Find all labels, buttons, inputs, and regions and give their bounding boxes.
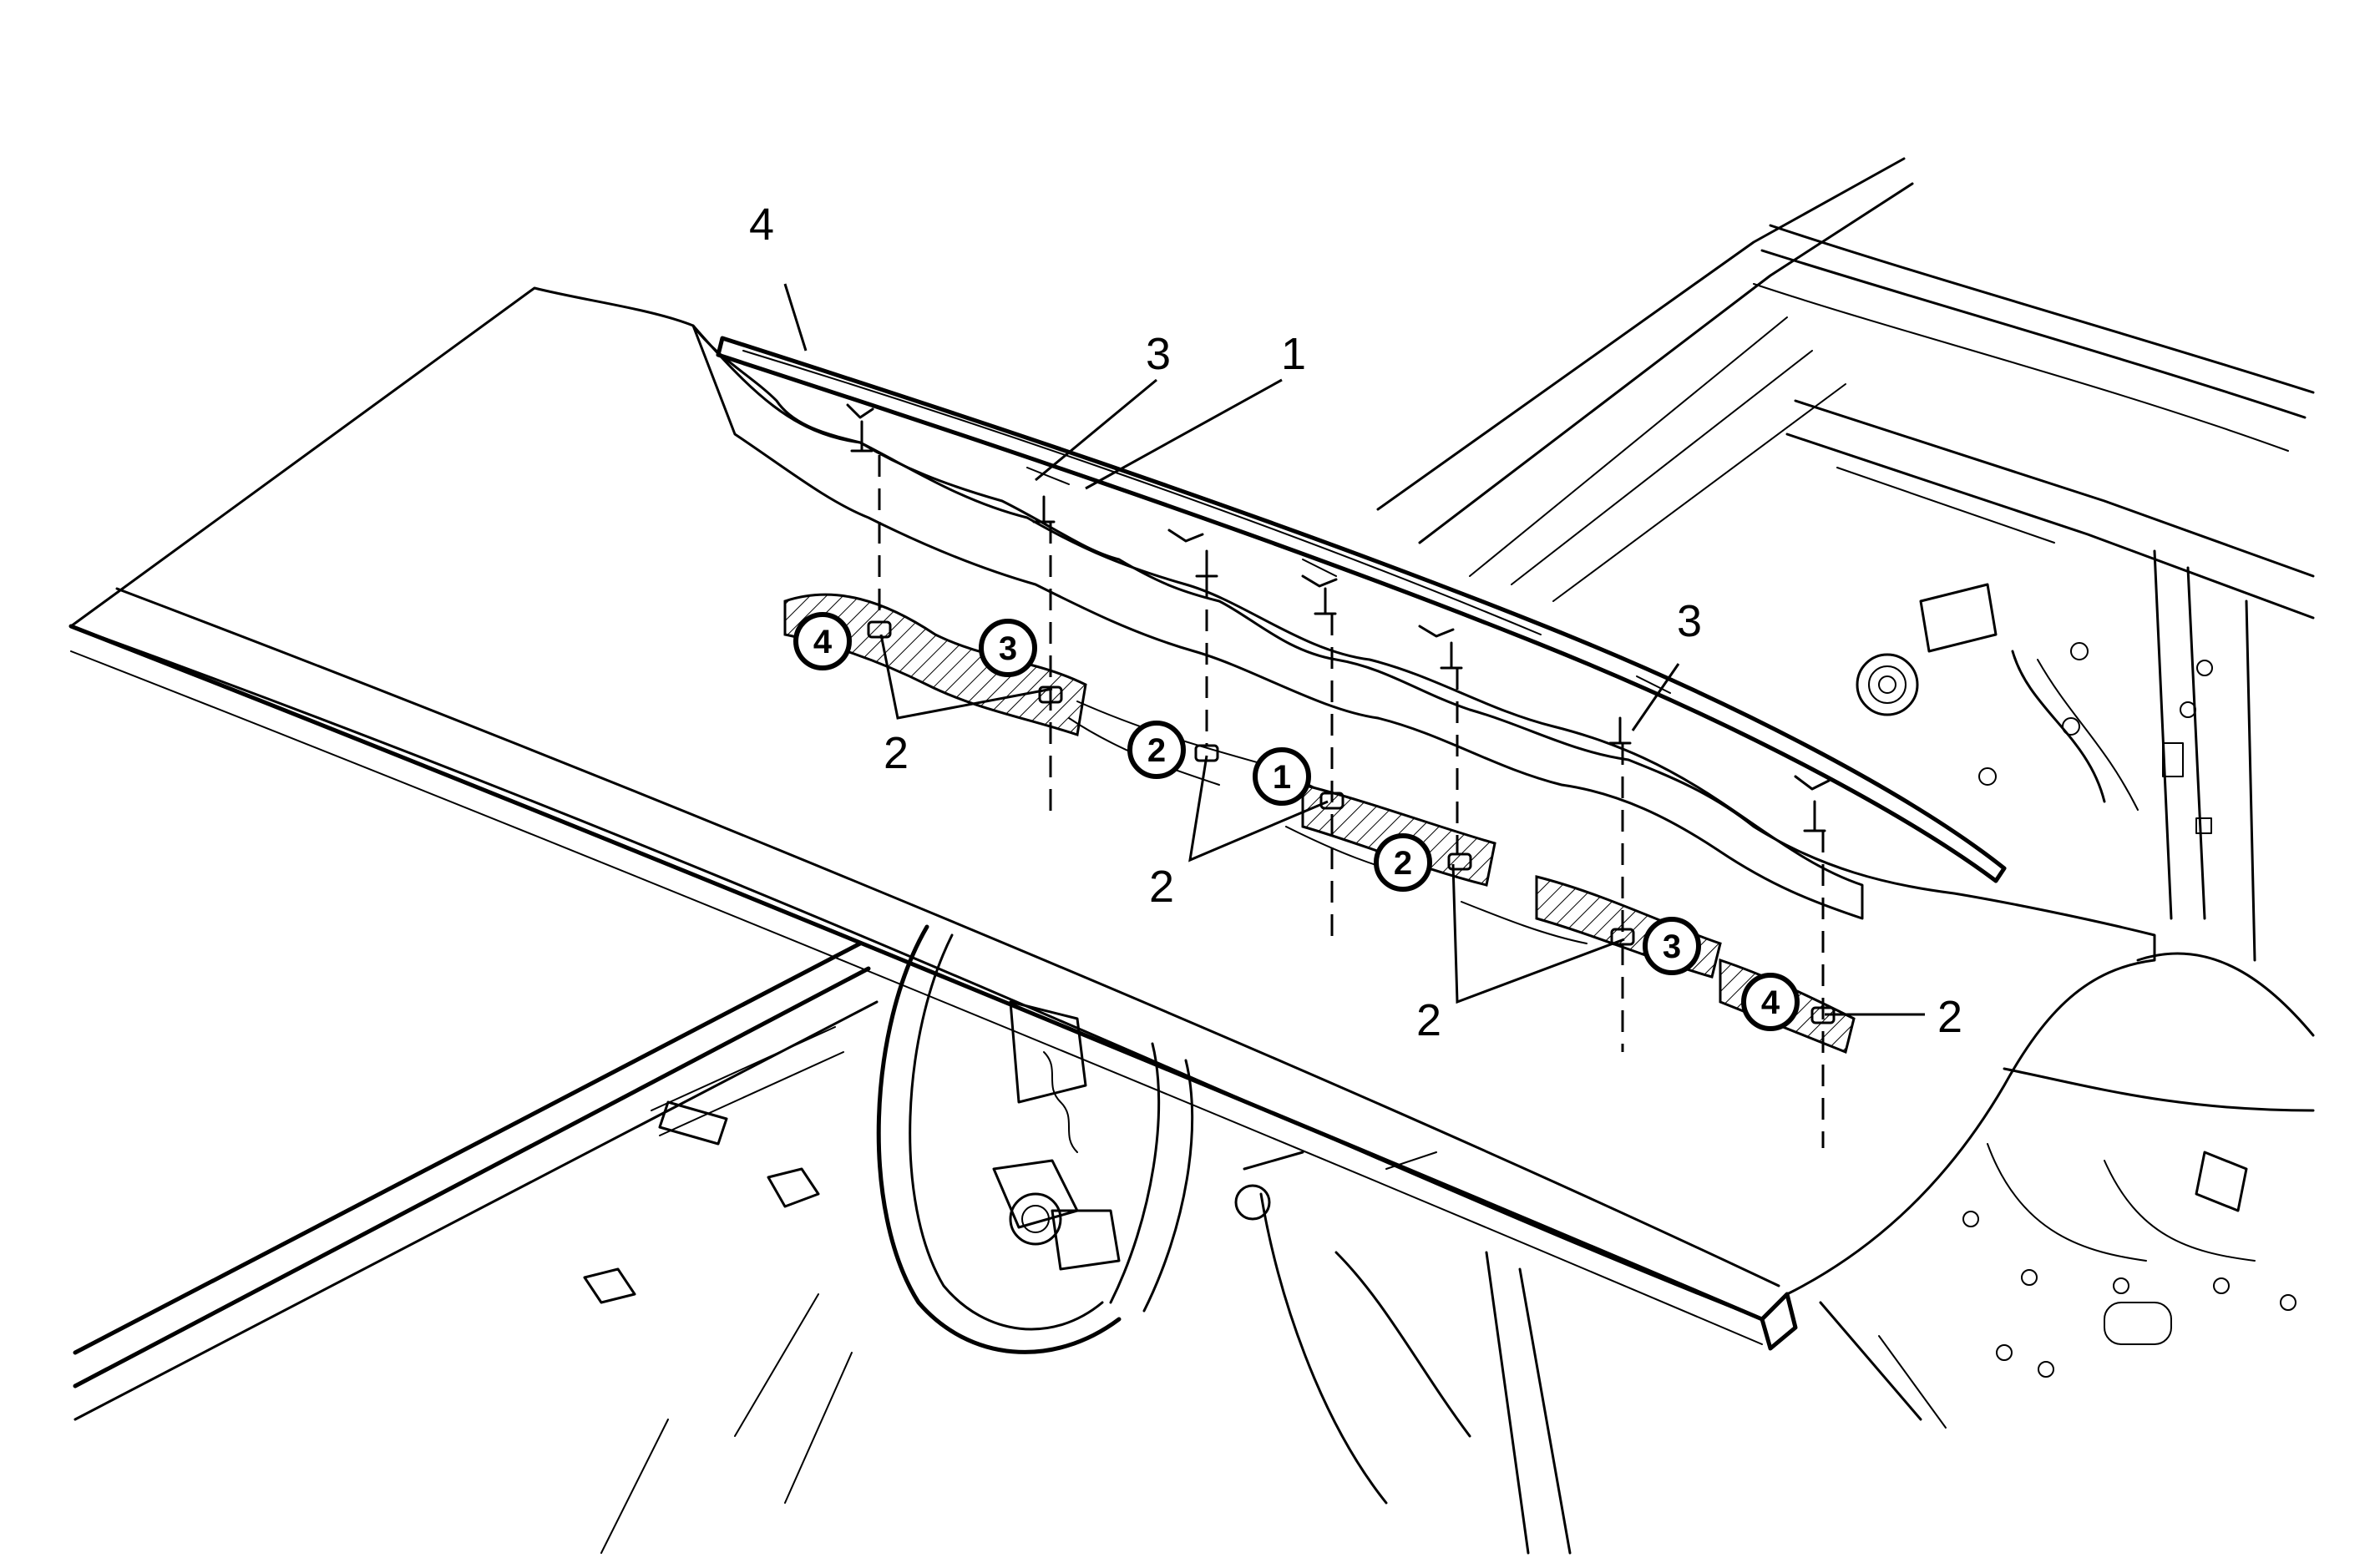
body-structure-lower-left xyxy=(73,941,879,1554)
callout-4-molding: 4 xyxy=(749,200,774,250)
callout-2-a: 2 xyxy=(884,728,909,778)
sequence-marker-3-left: 3 xyxy=(979,619,1037,677)
callout-3-right: 3 xyxy=(1677,596,1702,646)
svg-text:4: 4 xyxy=(813,624,833,660)
wheelhouse-structure xyxy=(876,924,1572,1555)
sequence-marker-2-left: 2 xyxy=(1127,721,1186,779)
leader-lines xyxy=(783,283,1925,1016)
callout-2-d: 2 xyxy=(1937,992,1962,1042)
svg-text:3: 3 xyxy=(999,630,1017,667)
sequence-markers: 4 3 2 1 2 3 4 xyxy=(793,612,1800,1031)
svg-text:2: 2 xyxy=(1147,732,1166,769)
callout-labels: 4 3 1 3 2 2 2 2 xyxy=(749,200,1962,1045)
alignment-lines xyxy=(878,455,1825,1148)
svg-text:3: 3 xyxy=(1663,928,1681,965)
svg-text:2: 2 xyxy=(1394,845,1412,882)
sequence-marker-1-mid: 1 xyxy=(1253,747,1311,806)
svg-text:4: 4 xyxy=(1761,984,1780,1021)
roof-molding xyxy=(716,336,2007,883)
callout-3-top: 3 xyxy=(1146,329,1171,379)
sequence-marker-2-mid: 2 xyxy=(1374,833,1432,892)
callout-2-c: 2 xyxy=(1416,995,1441,1045)
sequence-marker-4-right: 4 xyxy=(1741,973,1800,1031)
body-structure-right xyxy=(1376,157,2315,1429)
roof-panel xyxy=(68,286,2156,1351)
molding-clip-pins xyxy=(850,420,1826,832)
sequence-marker-4-left: 4 xyxy=(793,612,852,670)
callout-2-b: 2 xyxy=(1149,862,1174,912)
sequence-marker-3-right: 3 xyxy=(1643,917,1701,975)
svg-text:1: 1 xyxy=(1273,759,1291,796)
callout-1-top: 1 xyxy=(1281,329,1306,379)
